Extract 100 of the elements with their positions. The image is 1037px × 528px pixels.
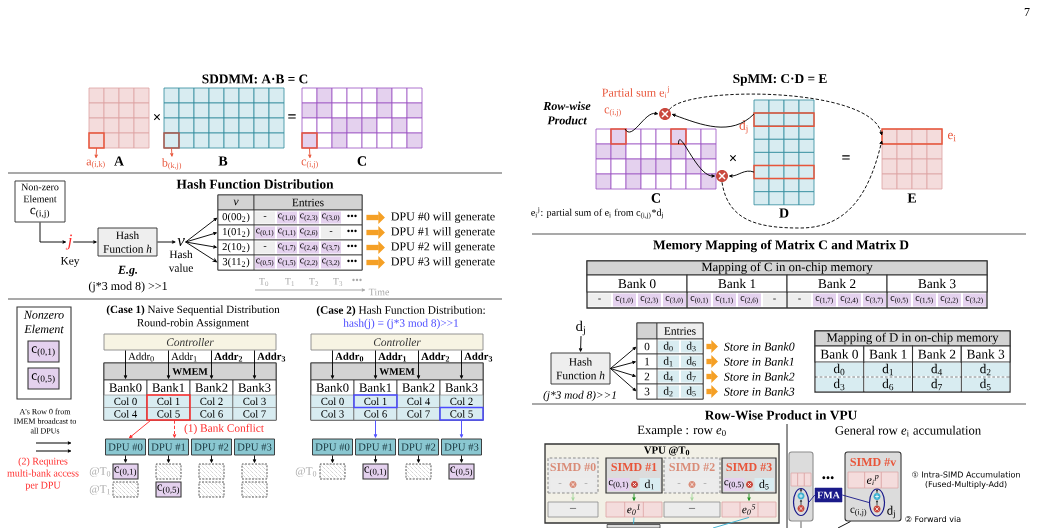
operand-text: c$_{(i,j)}$ <box>850 507 867 517</box>
hatched-box <box>112 481 139 498</box>
arrow <box>610 368 637 392</box>
element-cell: c$_{(0,1)}$ <box>362 463 389 480</box>
table-cell: 3(11$_{2}$) <box>222 257 250 268</box>
header-cell: Bank 2 <box>912 345 962 363</box>
arrow <box>330 455 335 463</box>
arrow <box>252 455 257 463</box>
arrow <box>416 350 421 379</box>
arrow <box>166 455 171 463</box>
ellipsis: ••• <box>352 278 362 282</box>
multiply-icon <box>659 108 671 120</box>
index-label: a$_{(i,k)}$ <box>86 159 105 169</box>
formula: (j*3 mod 8)>>1 <box>543 390 616 402</box>
matrix-grid <box>88 87 150 149</box>
arrow <box>185 232 217 243</box>
table-cell: c$_{(3,0)}$ <box>663 293 686 307</box>
ellipsis: ••• <box>822 476 834 480</box>
edge-label: Addr$_{3}$ <box>463 352 494 362</box>
operand-cell: d$_{1}$ <box>639 478 660 491</box>
bank-label: Bank1 <box>359 383 392 392</box>
dpu-box: DPU #3 <box>441 438 482 456</box>
status-text: Store in Bank2 <box>723 372 795 381</box>
time-label: @T$_{0}$ <box>295 467 317 477</box>
column-cell: Col 3 <box>310 407 355 421</box>
table-cell: c$_{(1,7)}$ <box>813 293 836 307</box>
ellipsis: ••• <box>347 259 357 263</box>
index-label: c$_{(i,j)}$ <box>604 107 621 117</box>
status-text: DPU #3 will generate <box>391 257 495 268</box>
column-cell: Col 0 <box>310 394 355 408</box>
table-cell: c$_{(0,5)}$ <box>888 293 911 307</box>
column-cell: Col 3 <box>232 394 277 408</box>
arrow <box>690 493 694 501</box>
column-cell: Col 7 <box>232 407 277 421</box>
time-label: @T$_{1}$ <box>89 485 111 495</box>
arrow <box>185 241 217 249</box>
edge-label: Addr$_{0}$ <box>127 352 156 362</box>
matrix-label: C <box>651 193 660 203</box>
header-cell: Bank 0 <box>586 274 688 293</box>
table-cell: c$_{(2,2)}$ <box>938 293 961 307</box>
section-title: Hash Function Distribution <box>176 179 334 189</box>
simd-label: SIMD #2 <box>669 462 715 472</box>
hatched-box <box>155 463 182 480</box>
hatched-box <box>319 463 346 480</box>
simd-label: SIMD #1 <box>611 462 657 472</box>
arrow <box>678 139 716 178</box>
arrow <box>668 93 883 136</box>
table-cell: d$_{7}$ <box>913 377 961 392</box>
connector-line <box>841 494 870 503</box>
operand-cell: c$_{(0,5)}$ <box>724 478 745 491</box>
operand-cell: c$_{(0,1)}$ <box>608 478 630 491</box>
column-cell: Col 4 <box>396 394 441 408</box>
box-heading: Nonzero Element <box>23 310 64 334</box>
header-cell: Bank 3 <box>886 274 988 293</box>
dpu-box: DPU #2 <box>191 438 232 456</box>
hash-variable: v <box>177 237 185 247</box>
register-cell: e$_{i}$p <box>847 471 899 489</box>
multiply-icon <box>716 170 728 182</box>
column-cell: Col 4 <box>103 407 148 421</box>
element-cell: c$_{(0,5)}$ <box>155 481 182 498</box>
arrow <box>308 147 312 159</box>
subsection-title: General row e$_{i}$ accumulation <box>835 425 981 437</box>
bank-label: Bank2 <box>195 383 228 392</box>
subsection-title: Example : row e$_{0}$ <box>637 425 726 437</box>
annotation: ② Forward via <box>905 515 961 523</box>
element-cell: c$_{(0,1)}$ <box>112 463 139 480</box>
operator-symbol: = <box>288 114 296 119</box>
hash-function-box: Hash Function h <box>97 227 158 257</box>
simd-label: SIMD #3 <box>726 462 772 472</box>
edge-label: Addr$_{3}$ <box>256 352 287 362</box>
table-cell: c$_{(2,3)}$ <box>638 293 661 307</box>
box-heading: VPU @T$_{0}$ <box>644 446 690 456</box>
header-cell: Bank 3 <box>960 345 1011 363</box>
element-cell: c$_{(0,1)}$ <box>27 340 60 363</box>
table-cell: 1(01$_{2}$) <box>223 227 250 238</box>
hatched-box <box>241 481 268 498</box>
section-title: Row-Wise Product in VPU <box>705 410 857 420</box>
arrow <box>671 113 755 128</box>
arrow <box>459 455 464 463</box>
arrow <box>610 360 636 369</box>
ellipsis: ••• <box>347 229 357 233</box>
header-cell: Bank 1 <box>863 345 914 363</box>
table-cell: c$_{(1,1)}$ <box>713 293 736 307</box>
arrow <box>185 241 218 263</box>
note-text: e$_{i}$$^{j}$: partial sum of e$_{i}$ from c$_{(i,j)}$*d$_{j}$ <box>531 207 663 219</box>
bank-label: Bank3 <box>445 383 478 392</box>
hash-function-box: Hash Function h <box>550 352 611 385</box>
annotation: ① Intra-SIMD Accumulation (Fused-Multiply-Add) <box>912 471 1020 489</box>
edge-label: Addr$_{2}$ <box>213 352 244 362</box>
hatched-box <box>241 463 268 480</box>
arrow <box>39 222 67 244</box>
matrix-grid <box>753 99 815 206</box>
arrow <box>128 419 152 439</box>
operator-symbol: = <box>842 155 850 160</box>
matrix-label: D <box>779 208 789 218</box>
table-cell: - <box>588 293 611 307</box>
table-cell: 2 <box>644 372 650 381</box>
table-cell: c$_{(2,6)}$ <box>738 293 761 307</box>
status-text: Store in Bank3 <box>723 387 795 396</box>
header-cell: Entries <box>656 322 704 340</box>
